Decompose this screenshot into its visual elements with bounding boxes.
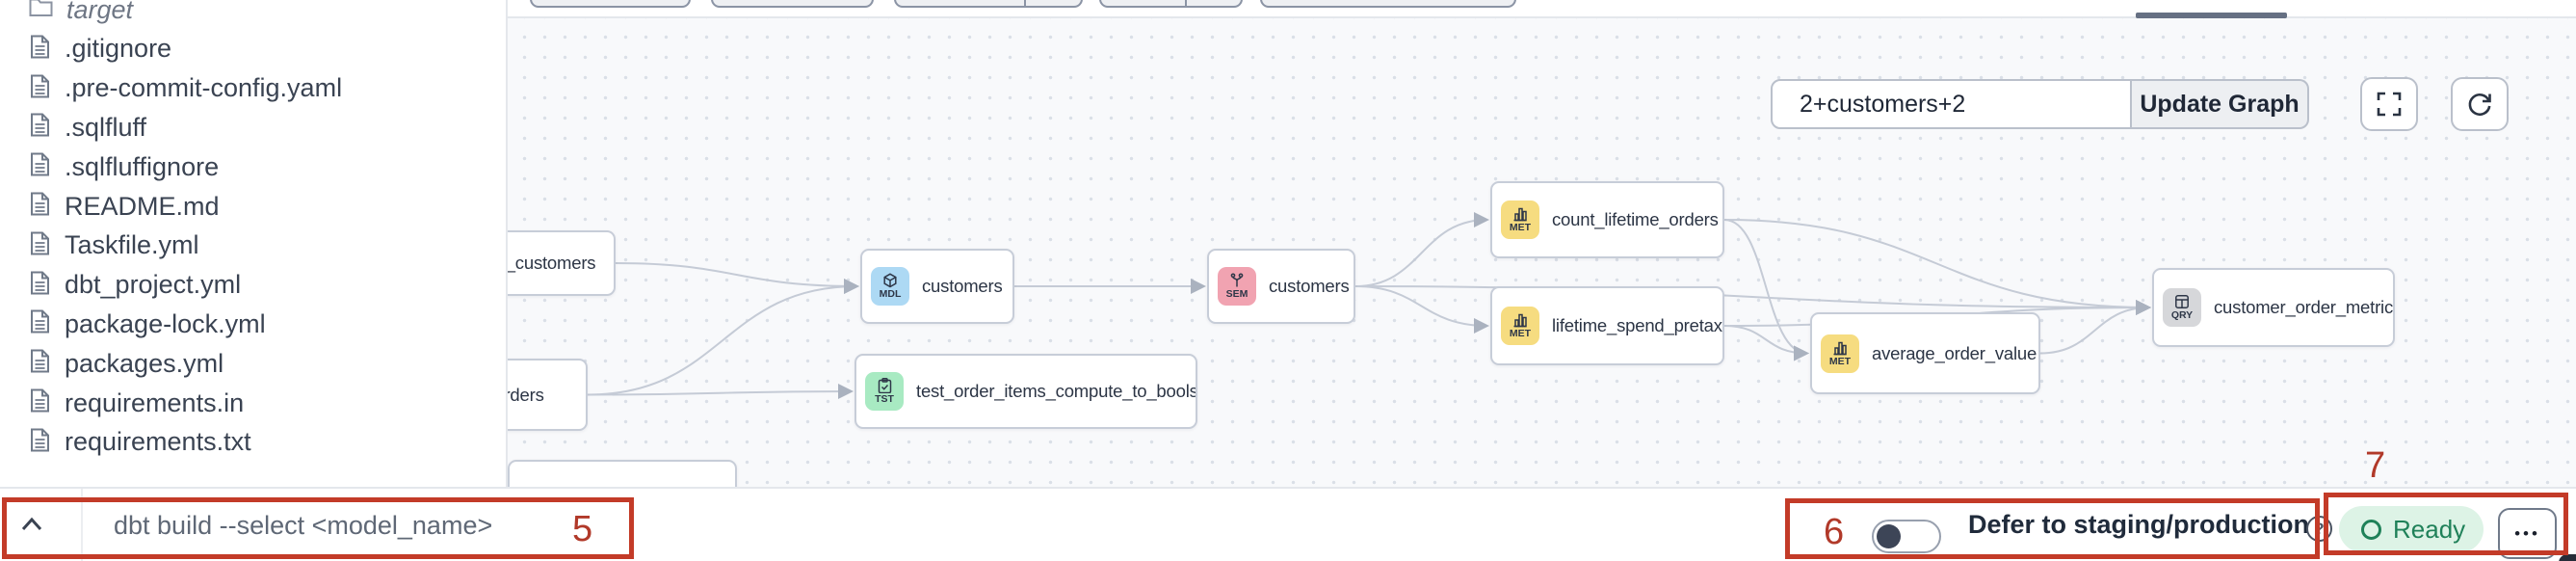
cut-button-separator xyxy=(1185,0,1187,8)
file-tree-item[interactable]: Taskfile.yml xyxy=(0,227,506,265)
help-icon[interactable]: ? xyxy=(2306,516,2332,542)
graph-node-orders[interactable]: orders xyxy=(508,359,588,431)
graph-node-count_lifetime_orders[interactable]: MET count_lifetime_orders xyxy=(1490,181,1724,258)
file-tree-item[interactable]: packages.yml xyxy=(0,344,506,383)
file-tree-item[interactable]: .pre-commit-config.yaml xyxy=(0,69,506,108)
folder-icon xyxy=(29,0,53,22)
file-name: .sqlfluffignore xyxy=(65,151,220,181)
file-tree-folder[interactable]: target xyxy=(0,0,506,29)
more-options-button[interactable]: ••• xyxy=(2498,508,2557,559)
file-icon xyxy=(29,74,51,103)
file-tree-item[interactable]: requirements.in xyxy=(0,384,506,422)
graph-node-lifetime_spend_pretax[interactable]: MET lifetime_spend_pretax xyxy=(1490,286,1724,365)
top-toolbar-strip xyxy=(508,0,2576,18)
graph-node-label: customers xyxy=(922,276,1003,296)
status-circle-icon xyxy=(2361,519,2381,540)
file-name: packages.yml xyxy=(65,348,224,378)
file-icon xyxy=(29,113,51,142)
file-tree-item[interactable]: .gitignore xyxy=(0,30,506,68)
file-explorer[interactable]: target .gitignore .pre-commit-config.yaml.… xyxy=(0,0,508,487)
cut-button-separator xyxy=(1024,0,1026,8)
status-badge-ready[interactable]: Ready xyxy=(2339,506,2484,552)
file-icon xyxy=(29,192,51,221)
defer-toggle-label: Defer to staging/production xyxy=(1968,510,2309,539)
status-bar-divider xyxy=(81,489,83,561)
refresh-icon xyxy=(2468,94,2491,116)
file-name: Taskfile.yml xyxy=(65,230,199,260)
file-name: .pre-commit-config.yaml xyxy=(65,73,343,103)
graph-node-label: test_order_items_compute_to_bools... xyxy=(916,381,1197,401)
graph-node-customers_sem[interactable]: SEM customers xyxy=(1207,249,1355,324)
file-icon xyxy=(29,388,51,417)
sem-badge-icon: SEM xyxy=(1218,267,1256,306)
file-icon xyxy=(29,428,51,457)
refresh-button[interactable] xyxy=(2451,77,2509,131)
file-name: README.md xyxy=(65,191,220,221)
file-name: dbt_project.yml xyxy=(65,270,242,300)
overlay-corner xyxy=(2559,554,2576,561)
met-badge-icon: MET xyxy=(1821,334,1859,373)
qry-badge-icon: QRY xyxy=(2163,288,2201,327)
graph-node-label: lifetime_spend_pretax xyxy=(1552,315,1722,335)
graph-node-label: customers xyxy=(1269,276,1350,296)
cut-button-4[interactable] xyxy=(1099,0,1243,8)
fullscreen-button[interactable] xyxy=(2360,77,2418,131)
graph-node-label: orders xyxy=(508,384,544,405)
graph-node-test_order_items[interactable]: TST test_order_items_compute_to_bools... xyxy=(854,354,1197,429)
model-selector-input[interactable]: 2+customers+2 xyxy=(1771,79,2132,129)
file-icon xyxy=(29,309,51,338)
cut-button-3[interactable] xyxy=(894,0,1083,8)
file-icon xyxy=(29,231,51,260)
file-icon xyxy=(29,349,51,378)
status-bar: dbt build --select <model_name> Defer to… xyxy=(0,487,2576,561)
graph-node-partial_node[interactable] xyxy=(508,460,737,487)
file-name: target xyxy=(66,0,134,24)
chevron-up-icon[interactable] xyxy=(19,514,44,535)
file-tree-item[interactable]: README.md xyxy=(0,187,506,226)
file-name: .gitignore xyxy=(65,34,172,64)
update-graph-button[interactable]: Update Graph xyxy=(2132,79,2309,129)
file-icon xyxy=(29,152,51,181)
file-tree-item[interactable]: requirements.txt xyxy=(0,423,506,462)
cut-button-5[interactable] xyxy=(1260,0,1516,8)
file-tree-item[interactable]: dbt_project.yml xyxy=(0,266,506,305)
file-name: requirements.in xyxy=(65,387,245,417)
active-tab-indicator xyxy=(2136,13,2287,18)
file-tree-item[interactable]: .sqlfluff xyxy=(0,108,506,147)
file-name: .sqlfluff xyxy=(65,112,147,142)
graph-node-customer_order_metrics[interactable]: QRY customer_order_metrics xyxy=(2152,268,2395,347)
file-tree-item[interactable]: .sqlfluffignore xyxy=(0,147,506,186)
file-name: requirements.txt xyxy=(65,427,251,457)
file-tree-item[interactable]: package-lock.yml xyxy=(0,305,506,343)
graph-node-customers_mdl[interactable]: MDL customers xyxy=(860,249,1014,324)
graph-node-stg_customers[interactable]: stg_customers xyxy=(508,230,616,296)
tst-badge-icon: TST xyxy=(865,372,904,411)
cut-button-2[interactable] xyxy=(711,0,874,8)
command-input[interactable]: dbt build --select <model_name> xyxy=(114,511,493,540)
graph-selector-group: 2+customers+2 Update Graph xyxy=(1771,79,2309,129)
graph-node-average_order_value[interactable]: MET average_order_value xyxy=(1810,312,2040,394)
file-name: package-lock.yml xyxy=(65,308,266,338)
met-badge-icon: MET xyxy=(1501,307,1539,345)
cut-button-1[interactable] xyxy=(530,0,691,8)
graph-node-label: stg_customers xyxy=(508,253,596,273)
graph-node-label: count_lifetime_orders xyxy=(1552,209,1719,229)
met-badge-icon: MET xyxy=(1501,200,1539,239)
graph-node-label: average_order_value xyxy=(1872,342,2037,363)
toggle-knob xyxy=(1877,524,1901,548)
graph-node-label: customer_order_metrics xyxy=(2214,297,2395,317)
mdl-badge-icon: MDL xyxy=(871,267,909,306)
ready-label: Ready xyxy=(2393,514,2466,544)
defer-toggle[interactable] xyxy=(1872,520,1941,553)
file-icon xyxy=(29,35,51,64)
fullscreen-icon xyxy=(2377,92,2402,117)
file-icon xyxy=(29,271,51,300)
